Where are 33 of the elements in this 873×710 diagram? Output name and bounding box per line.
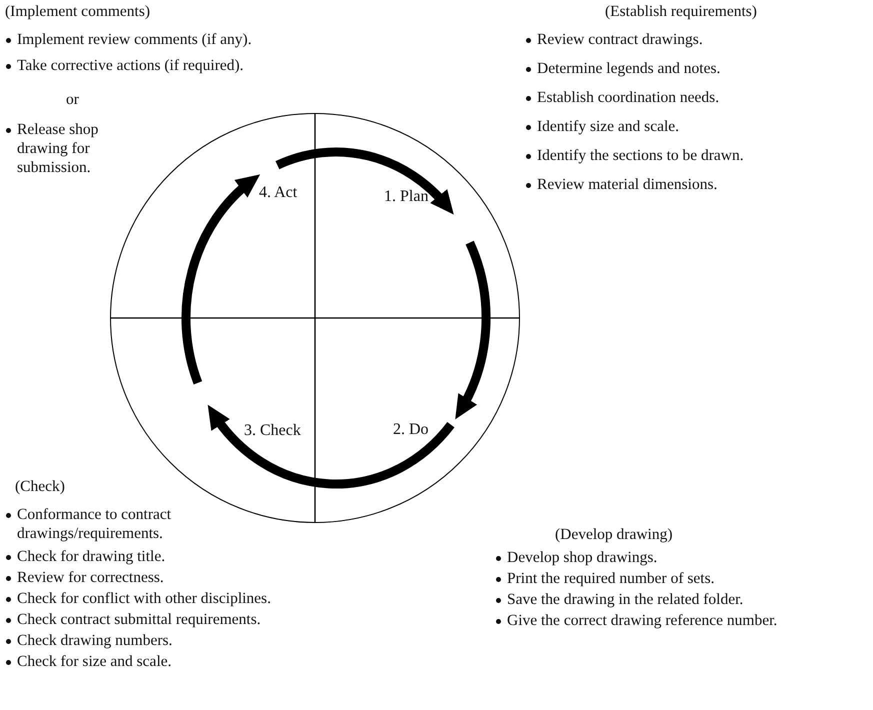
bullet-item: Establish coordination needs.: [525, 88, 837, 107]
bullet-item: Check for drawing title.: [5, 547, 317, 566]
section-heading: (Develop drawing): [555, 525, 674, 544]
bullet-item: Identify size and scale.: [525, 117, 837, 136]
bullet-item: Check for size and scale.: [5, 652, 317, 671]
phase-label: 3. Check: [244, 422, 301, 440]
cycle-arrow: [456, 240, 491, 420]
bullet-item: Identify the sections to be drawn.: [525, 146, 857, 165]
phase-label: 4. Act: [259, 184, 298, 202]
cycle-arrow: [276, 148, 454, 214]
bullet-item: Release shop drawing for submission.: [5, 120, 147, 177]
bullet-item: Check contract submittal requirements.: [5, 610, 347, 629]
bullet-item: Implement review comments (if any).: [5, 30, 277, 49]
section-heading: (Implement comments): [5, 2, 152, 21]
bullet-item: Print the required number of sets.: [495, 569, 837, 588]
bullet-item: Develop shop drawings.: [495, 548, 837, 567]
section-heading: (Establish requirements): [605, 2, 758, 21]
section-heading: (Check): [15, 477, 66, 496]
phase-label: 2. Do: [393, 421, 429, 439]
bullet-item: Review material dimensions.: [525, 175, 857, 194]
bullet-item: Check drawing numbers.: [5, 631, 317, 650]
bullet-item: Give the correct drawing reference number.: [495, 611, 873, 630]
bullet-item: Check for conflict with other disciplines.: [5, 589, 347, 608]
bullet-item: Review contract drawings.: [525, 30, 837, 49]
bullet-item: Conformance to contract drawings/requirements.: [5, 505, 227, 543]
bullet-item: Take corrective actions (if required).: [5, 56, 297, 75]
phase-label: 1. Plan: [384, 188, 428, 206]
cycle-arrow: [182, 174, 260, 384]
bullet-item: Determine legends and notes.: [525, 59, 837, 78]
connector-word: or: [66, 90, 80, 109]
bullet-item: Review for correctness.: [5, 568, 317, 587]
bullet-item: Save the drawing in the related folder.: [495, 590, 847, 609]
cycle-arrow: [207, 405, 454, 488]
